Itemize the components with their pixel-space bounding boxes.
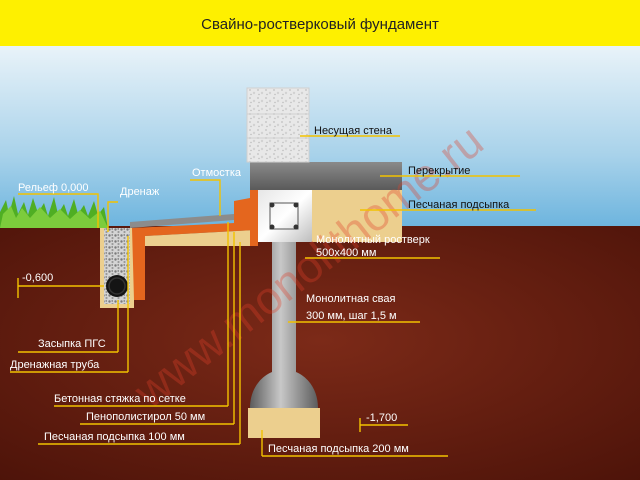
drain-pipe-label: Дренажная труба	[10, 359, 100, 371]
blind-area-screed	[130, 214, 234, 228]
labels: Рельеф 0,000 Дренаж Отмостка Несущая сте…	[10, 125, 510, 455]
grillage-label-line1: Монолитный ростверк	[316, 234, 430, 246]
diagram-title: Свайно-ростверковый фундамент	[201, 16, 439, 33]
grillage-label-line2: 500х400 мм	[316, 247, 376, 259]
grillage-insulation	[234, 198, 250, 230]
monolithic-grillage	[258, 190, 312, 242]
grass	[0, 196, 108, 228]
rebar-cage-icon	[269, 202, 299, 230]
foam-label: Пенополистирол 50 мм	[86, 411, 205, 423]
floor-slab-label: Перекрытие	[408, 165, 470, 177]
wall-block	[246, 87, 310, 115]
pointer-lines	[10, 135, 536, 457]
ground-level-label: Рельеф 0,000	[18, 182, 89, 194]
load-wall-label: Несущая стена	[314, 125, 393, 137]
wall-block	[246, 137, 310, 163]
level-pile-label: -1,700	[366, 412, 397, 424]
sand-200-label: Песчаная подсыпка 200 мм	[268, 443, 409, 455]
backfill-label: Засыпка ПГС	[38, 338, 106, 350]
wall-block	[246, 113, 310, 139]
pile-label-line2: 300 мм, шаг 1,5 м	[306, 310, 397, 322]
drainage-label: Дренаж	[120, 186, 160, 198]
screed-label: Бетонная стяжка по сетке	[54, 393, 186, 405]
slab-sand-bed	[312, 190, 402, 242]
blind-area-label: Отмостка	[192, 167, 242, 179]
foam-insulation	[132, 222, 256, 300]
pile-sand-bed	[248, 408, 320, 438]
level-drain-label: -0,600	[22, 272, 53, 284]
floor-slab	[250, 162, 402, 190]
sand-bed-top-label: Песчаная подсыпка	[408, 199, 510, 211]
title-bar	[0, 0, 640, 46]
pile-label-line1: Монолитная свая	[306, 293, 395, 305]
monolithic-pile	[250, 242, 318, 408]
sand-100-label: Песчаная подсыпка 100 мм	[44, 431, 185, 443]
